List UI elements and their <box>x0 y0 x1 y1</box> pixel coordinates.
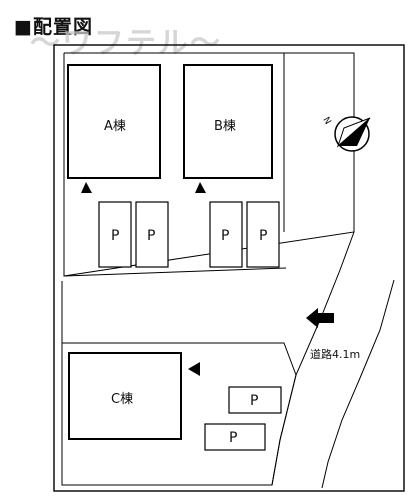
parking-label: P <box>221 228 230 244</box>
parking-space <box>246 201 280 268</box>
building-c <box>68 352 182 440</box>
parking-space <box>204 423 266 451</box>
parking-label: P <box>250 393 259 409</box>
road-width-label: 道路4.1m <box>310 348 361 361</box>
parking-label: P <box>259 228 268 244</box>
diagram-title: ■配置図 <box>14 16 93 38</box>
parking-space <box>98 201 132 268</box>
building-a-label: A棟 <box>104 119 126 134</box>
entrance-marker-b <box>195 182 206 193</box>
building-c-label: C棟 <box>111 392 134 407</box>
parking-space <box>209 201 243 268</box>
lower-lot-outline <box>61 342 297 486</box>
watermark-logo: 〜ワフテル〜 <box>30 26 222 61</box>
parking-space <box>135 201 169 268</box>
entrance-marker-a <box>81 182 92 193</box>
entrance-marker-c <box>188 362 200 376</box>
parking-label: P <box>111 228 120 244</box>
parking-space <box>228 386 282 414</box>
road-edge-top <box>63 267 287 277</box>
road-line-right <box>321 279 395 489</box>
site-boundary <box>53 44 405 492</box>
building-a <box>67 64 161 179</box>
parking-label: P <box>229 430 238 446</box>
building-b-label: B棟 <box>214 119 236 134</box>
compass-icon <box>334 116 371 152</box>
road-arrow-icon <box>306 308 334 328</box>
building-b <box>183 64 273 179</box>
parking-label: P <box>147 228 156 244</box>
